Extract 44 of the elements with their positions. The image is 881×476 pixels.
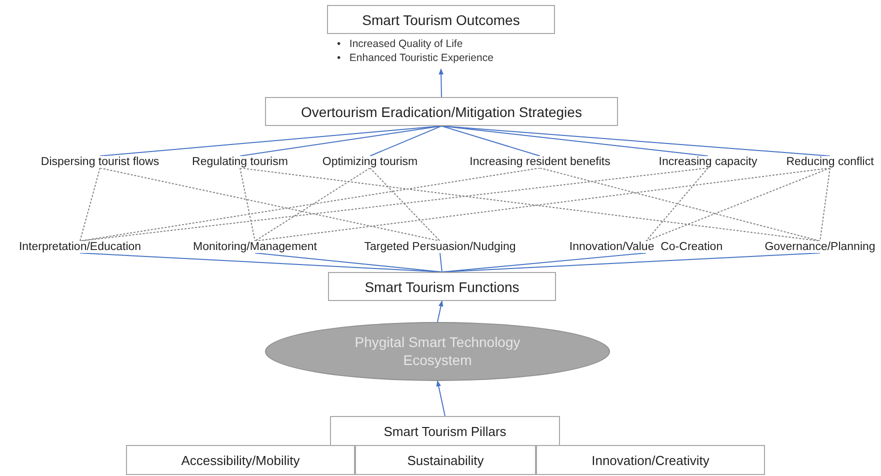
dotted-connector: [820, 168, 830, 242]
connector-line: [441, 126, 708, 156]
connector-line: [254, 252, 442, 272]
item-label: Dispersing tourist flows: [40, 156, 160, 168]
connector-line: [441, 126, 540, 156]
connector-line: [240, 126, 442, 156]
text-box: Accessibility/Mobility: [126, 445, 355, 475]
item-label: Increasing resident benefits: [468, 156, 612, 168]
dotted-connector: [646, 168, 830, 242]
item-label: Optimizing tourism: [321, 156, 419, 168]
text-box: Sustainability: [355, 445, 536, 475]
dotted-connector: [100, 168, 440, 242]
dotted-connector: [254, 168, 370, 242]
item-label: Interpretation/Education: [18, 241, 142, 253]
dotted-connector: [240, 168, 256, 242]
item-label: Innovation/Value Co-Creation: [568, 241, 724, 253]
arrow: [436, 380, 446, 416]
item-label: Increasing capacity: [658, 156, 758, 168]
bullet-item: • Enhanced Touristic Experience: [337, 51, 494, 65]
dotted-connector: [80, 168, 708, 242]
dotted-connector: [646, 168, 708, 242]
connector-line: [442, 252, 820, 272]
connector-line: [442, 252, 646, 272]
ecosystem-ellipse: Phygital Smart Technology Ecosystem: [265, 322, 610, 381]
text-box: Overtourism Eradication/Mitigation Strategies: [265, 97, 618, 126]
text-box: Smart Tourism Outcomes: [327, 5, 555, 34]
text-box: Smart Tourism Functions: [328, 272, 556, 301]
connector-line: [441, 126, 830, 156]
text-box: Innovation/Creativity: [536, 445, 765, 475]
text-box: Smart Tourism Pillars: [330, 416, 560, 446]
item-label: Monitoring/Management: [192, 241, 318, 253]
dotted-connector: [80, 168, 100, 242]
item-label: Governance/Planning: [764, 241, 876, 253]
dotted-connector: [80, 168, 540, 242]
connector-line: [440, 252, 442, 272]
bullet-item: • Increased Quality of Life: [337, 37, 463, 51]
item-label: Reducing conflict: [785, 156, 875, 168]
arrow: [437, 300, 444, 322]
item-label: Regulating tourism: [191, 156, 289, 168]
connector-line: [370, 126, 442, 156]
dotted-connector: [540, 168, 820, 242]
dotted-connector: [370, 168, 440, 242]
item-label: Targeted Persuasion/Nudging: [363, 241, 517, 253]
arrow: [438, 68, 444, 98]
